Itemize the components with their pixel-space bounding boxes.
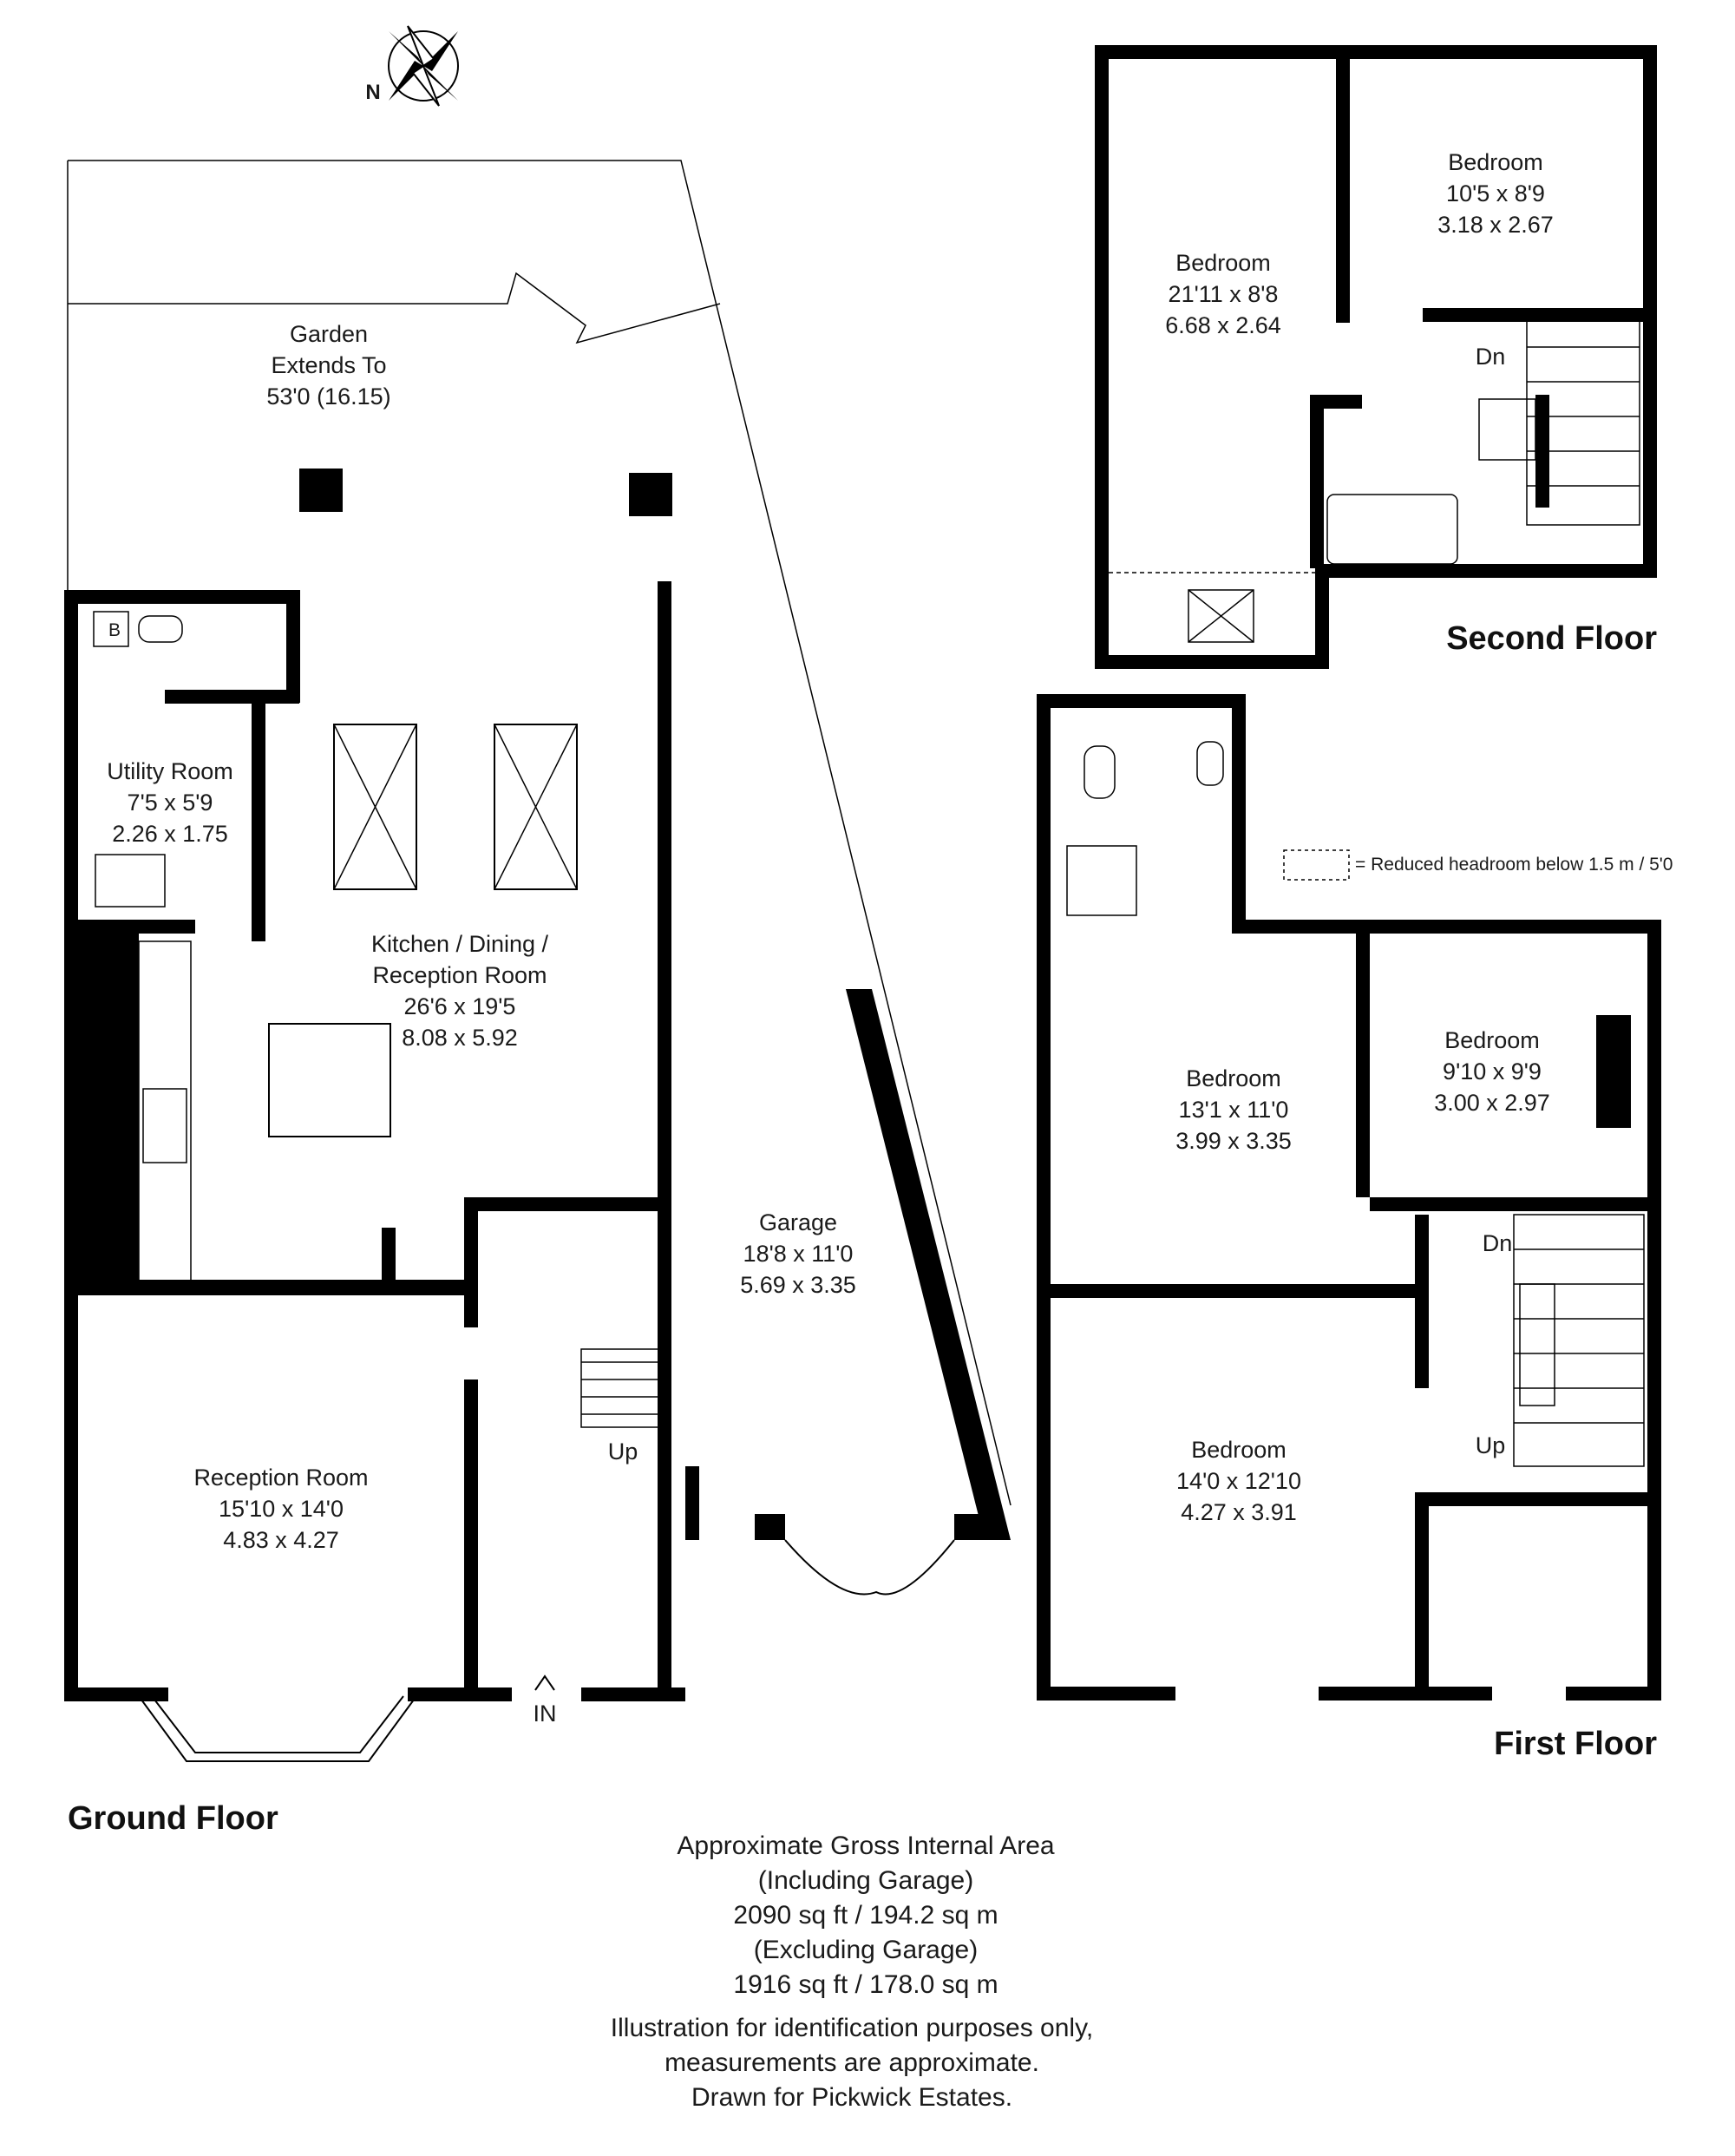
disclaimer-line-3: Drawn for Pickwick Estates. [691,2083,1012,2112]
first-bedroom-a-imperial: 13'1 x 11'0 [1179,1097,1289,1123]
first-floor: = Reduced headroom below 1.5 m / 5'0 Bed… [1037,694,1673,1762]
first-bedroom-a-name: Bedroom [1186,1065,1281,1091]
kitchen-label-1: Kitchen / Dining / [371,931,549,957]
first-stairs-up: Up [1476,1432,1506,1458]
utility-room-metric: 2.26 x 1.75 [112,821,228,847]
garage-imperial: 18'8 x 11'0 [743,1241,854,1267]
first-bedroom-b-name: Bedroom [1444,1027,1540,1053]
garage-name: Garage [759,1209,837,1235]
ground-floor: B Garden Extend [64,160,1012,1837]
first-floor-title: First Floor [1494,1726,1657,1762]
second-bedroom-large-name: Bedroom [1175,250,1271,276]
garage-metric: 5.69 x 3.35 [740,1272,856,1298]
garden-label-2: Extends To [271,352,386,378]
second-bedroom-small-name: Bedroom [1448,149,1543,175]
disclaimer: Illustration for identification purposes… [611,2014,1093,2112]
garden-label-1: Garden [290,321,368,347]
first-bedroom-c-imperial: 14'0 x 12'10 [1176,1468,1301,1494]
first-bedroom-b-imperial: 9'10 x 9'9 [1443,1058,1542,1085]
first-bedroom-a-metric: 3.99 x 3.35 [1175,1128,1292,1154]
area-line-1: Approximate Gross Internal Area [677,1832,1055,1860]
second-bedroom-large-metric: 6.68 x 2.64 [1165,312,1281,338]
reception-room-name: Reception Room [193,1465,368,1491]
area-line-4: (Excluding Garage) [754,1936,978,1964]
first-bedroom-b-metric: 3.00 x 2.97 [1434,1090,1550,1116]
reception-room-imperial: 15'10 x 14'0 [219,1496,344,1522]
ground-stairs-up: Up [608,1438,638,1465]
utility-room-imperial: 7'5 x 5'9 [128,790,213,816]
area-line-3: 2090 sq ft / 194.2 sq m [733,1901,998,1930]
reception-room-metric: 4.83 x 4.27 [223,1527,339,1553]
first-stairs-down: Dn [1483,1230,1513,1256]
first-bedroom-c-name: Bedroom [1191,1437,1287,1463]
second-stairs-down: Dn [1476,344,1506,370]
north-label: N [365,81,380,104]
disclaimer-line-2: measurements are approximate. [665,2048,1039,2077]
first-bedroom-c-metric: 4.27 x 3.91 [1181,1499,1297,1525]
entrance-label: IN [534,1701,557,1727]
headroom-legend: = Reduced headroom below 1.5 m / 5'0 [1355,855,1673,875]
kitchen-metric: 8.08 x 5.92 [402,1025,518,1051]
second-floor: Bedroom 21'11 x 8'8 6.68 x 2.64 Bedroom … [1095,45,1657,669]
second-bedroom-small-metric: 3.18 x 2.67 [1437,212,1554,238]
ground-floor-title: Ground Floor [68,1800,278,1837]
kitchen-imperial: 26'6 x 19'5 [404,993,516,1019]
area-summary: Approximate Gross Internal Area (Includi… [677,1832,1055,1999]
garden-label-3: 53'0 (16.15) [266,383,390,410]
disclaimer-line-1: Illustration for identification purposes… [611,2014,1093,2042]
second-bedroom-large-imperial: 21'11 x 8'8 [1169,281,1279,307]
second-bedroom-small-imperial: 10'5 x 8'9 [1446,180,1545,206]
compass: N [365,25,459,107]
area-line-2: (Including Garage) [758,1866,973,1895]
second-floor-title: Second Floor [1446,620,1657,657]
area-line-5: 1916 sq ft / 178.0 sq m [733,1970,998,1999]
utility-room-name: Utility Room [107,758,233,784]
kitchen-label-2: Reception Room [372,962,547,988]
reduced-headroom-swatch [1283,849,1350,881]
boiler-label: B [108,620,121,640]
